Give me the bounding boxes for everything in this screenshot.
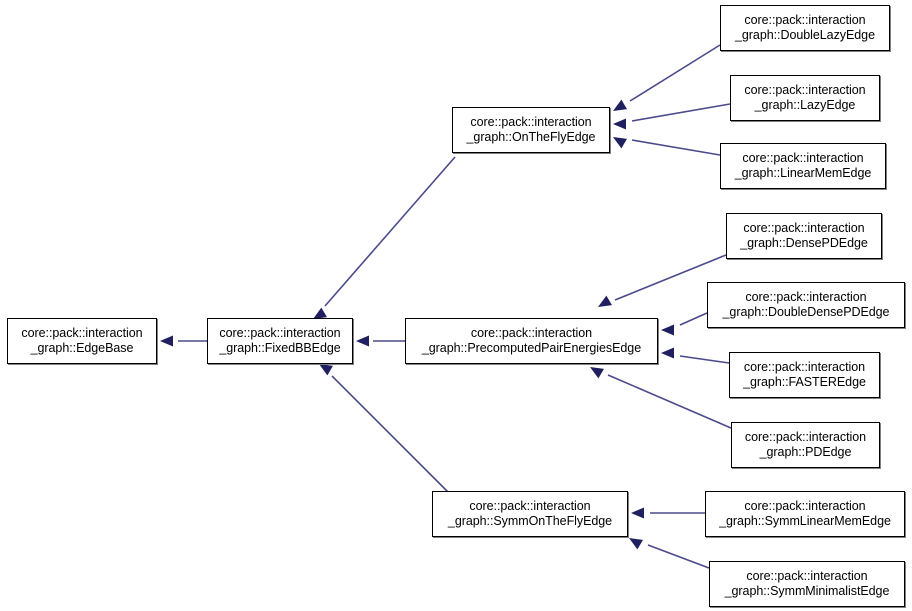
class-node-namespace: core::pack::interaction bbox=[742, 151, 864, 165]
class-node-EdgeBase[interactable]: core::pack::interaction_graph::EdgeBase bbox=[7, 318, 157, 364]
inheritance-arrowhead-e2 bbox=[313, 307, 327, 319]
inheritance-arrowhead-e13 bbox=[629, 538, 643, 550]
class-node-DoubleDensePDEdge[interactable]: core::pack::interaction_graph::DoubleDen… bbox=[707, 282, 905, 328]
inheritance-arrowhead-e12 bbox=[631, 507, 644, 519]
class-node-namespace: core::pack::interaction bbox=[219, 326, 341, 340]
class-node-namespace: core::pack::interaction bbox=[743, 360, 866, 374]
edge-arrowheads bbox=[160, 99, 674, 550]
class-node-classname: _graph::DensePDEdge bbox=[740, 236, 868, 250]
class-node-classname: _graph::DoubleLazyEdge bbox=[735, 28, 875, 42]
class-node-DoubleLazyEdge[interactable]: core::pack::interaction_graph::DoubleLaz… bbox=[720, 5, 890, 51]
inheritance-arrowhead-e4 bbox=[319, 364, 333, 376]
inheritance-arrowhead-e9 bbox=[661, 324, 674, 336]
class-node-namespace: core::pack::interaction bbox=[743, 221, 865, 235]
class-node-FASTEREdge[interactable]: core::pack::interaction_graph::FASTEREdg… bbox=[729, 352, 880, 398]
inheritance-arrowhead-e7 bbox=[613, 137, 627, 149]
class-node-classname: _graph::PrecomputedPairEnergiesEdge bbox=[421, 341, 642, 355]
class-node-classname: _graph::DoubleDensePDEdge bbox=[722, 305, 890, 319]
class-node-classname: _graph::SymmLinearMemEdge bbox=[719, 514, 891, 528]
inheritance-edge-e7 bbox=[631, 139, 721, 156]
inheritance-arrowhead-e3 bbox=[356, 335, 369, 347]
class-node-namespace: core::pack::interaction bbox=[470, 326, 593, 340]
class-node-LazyEdge[interactable]: core::pack::interaction_graph::LazyEdge bbox=[730, 75, 880, 121]
inheritance-arrowhead-e10 bbox=[661, 347, 674, 359]
inheritance-edge-e8 bbox=[614, 254, 727, 301]
inheritance-edge-e4 bbox=[331, 375, 453, 497]
inheritance-arrowhead-e8 bbox=[598, 295, 612, 307]
class-node-PrecomputedPairEnergiesEdge[interactable]: core::pack::interaction_graph::Precomput… bbox=[405, 318, 658, 364]
class-node-SymmOnTheFlyEdge[interactable]: core::pack::interaction_graph::SymmOnThe… bbox=[432, 491, 628, 537]
class-node-namespace: core::pack::interaction bbox=[745, 290, 867, 304]
class-node-SymmMinimalistEdge[interactable]: core::pack::interaction_graph::SymmMinim… bbox=[709, 561, 905, 607]
class-node-namespace: core::pack::interaction bbox=[744, 499, 866, 513]
class-node-namespace: core::pack::interaction bbox=[470, 115, 592, 129]
inheritance-edge-e11 bbox=[607, 374, 732, 429]
class-node-PDEdge[interactable]: core::pack::interaction_graph::PDEdge bbox=[731, 422, 880, 468]
inheritance-edge-e9 bbox=[679, 312, 708, 326]
class-node-classname: _graph::OnTheFlyEdge bbox=[466, 130, 596, 144]
class-node-classname: _graph::PDEdge bbox=[759, 445, 852, 459]
inheritance-arrowhead-e6 bbox=[613, 118, 626, 130]
class-node-DensePDEdge[interactable]: core::pack::interaction_graph::DensePDEd… bbox=[726, 213, 882, 259]
class-node-namespace: core::pack::interaction bbox=[744, 13, 866, 27]
class-node-FixedBBEdge[interactable]: core::pack::interaction_graph::FixedBBEd… bbox=[207, 318, 353, 364]
inheritance-edge-e10 bbox=[679, 355, 730, 364]
class-node-namespace: core::pack::interaction bbox=[746, 569, 868, 583]
class-node-LinearMemEdge[interactable]: core::pack::interaction_graph::LinearMem… bbox=[720, 143, 886, 189]
edge-lines bbox=[178, 44, 732, 569]
class-node-namespace: core::pack::interaction bbox=[744, 83, 866, 97]
inheritance-arrowhead-e1 bbox=[160, 335, 173, 347]
class-node-classname: _graph::EdgeBase bbox=[30, 341, 134, 355]
inheritance-edge-e6 bbox=[631, 103, 731, 122]
inheritance-arrowhead-e5 bbox=[613, 99, 627, 111]
class-node-namespace: core::pack::interaction bbox=[469, 499, 591, 513]
class-node-classname: _graph::FixedBBEdge bbox=[219, 341, 341, 355]
class-node-classname: _graph::LinearMemEdge bbox=[734, 166, 872, 180]
class-node-classname: _graph::SymmMinimalistEdge bbox=[724, 584, 890, 598]
class-node-OnTheFlyEdge[interactable]: core::pack::interaction_graph::OnTheFlyE… bbox=[452, 107, 610, 153]
inheritance-edge-e2 bbox=[324, 156, 456, 307]
inheritance-edge-e5 bbox=[629, 44, 721, 102]
inheritance-arrowhead-e11 bbox=[590, 367, 604, 379]
class-node-classname: _graph::LazyEdge bbox=[754, 98, 856, 112]
class-node-namespace: core::pack::interaction bbox=[21, 326, 143, 340]
class-node-classname: _graph::SymmOnTheFlyEdge bbox=[447, 514, 613, 528]
inheritance-edge-e13 bbox=[647, 544, 710, 569]
class-node-namespace: core::pack::interaction bbox=[744, 430, 867, 444]
class-node-SymmLinearMemEdge[interactable]: core::pack::interaction_graph::SymmLinea… bbox=[705, 491, 905, 537]
class-node-classname: _graph::FASTEREdge bbox=[743, 375, 866, 389]
